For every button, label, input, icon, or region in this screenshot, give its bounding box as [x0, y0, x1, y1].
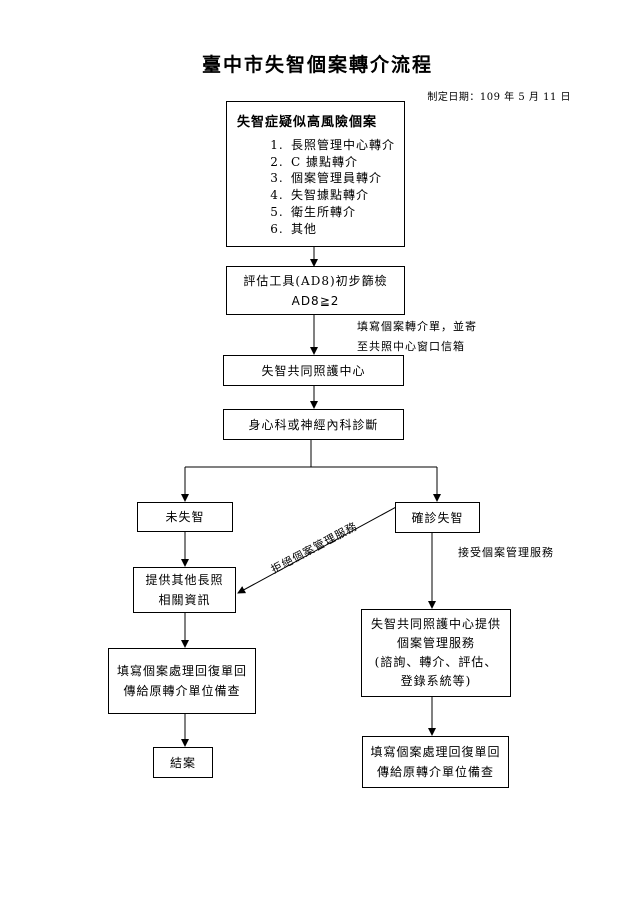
referral-note: 填寫個案轉介單，並寄 至共照中心窗口信箱	[357, 317, 477, 357]
left-reply-line2: 傳給原轉介單位備查	[123, 684, 241, 698]
source-list: 1.長照管理中心轉介 2.C 據點轉介 3.個案管理員轉介 4.失智據點轉介 5…	[237, 137, 395, 237]
case-mgmt-line1: 失智共同照護中心提供	[370, 617, 501, 631]
source-heading: 失智症疑似高風險個案	[237, 115, 378, 130]
source-box: 失智症疑似高風險個案 1.長照管理中心轉介 2.C 據點轉介 3.個案管理員轉介…	[226, 101, 405, 247]
referral-note-line2: 至共照中心窗口信箱	[357, 340, 465, 353]
source-item: 1.長照管理中心轉介	[270, 138, 396, 152]
care-center-box: 失智共同照護中心	[223, 355, 404, 386]
arrow-reject-to-info	[237, 505, 399, 594]
confirmed-box: 確診失智	[395, 502, 480, 533]
not-dementia-box: 未失智	[137, 502, 233, 532]
source-item: 4.失智據點轉介	[270, 188, 370, 203]
case-mgmt-line2: 個案管理服務	[396, 636, 475, 650]
right-reply-line2: 傳給原轉介單位備查	[376, 765, 494, 779]
right-reply-box: 填寫個案處理回復單回 傳給原轉介單位備查	[362, 736, 509, 788]
created-date: 制定日期：109 年 5 月 11 日	[427, 92, 571, 103]
source-item: 6.其他	[270, 221, 318, 236]
case-mgmt-box: 失智共同照護中心提供 個案管理服務 (諮詢、轉介、評估、 登錄系統等)	[361, 609, 511, 697]
case-mgmt-line3: (諮詢、轉介、評估、	[374, 655, 498, 669]
referral-note-line1: 填寫個案轉介單，並寄	[357, 320, 477, 333]
case-mgmt-line4: 登錄系統等)	[400, 674, 472, 688]
left-reply-line1: 填寫個案處理回復單回	[116, 664, 247, 678]
right-reply-line1: 填寫個案處理回復單回	[370, 745, 501, 759]
source-item: 5.衛生所轉介	[270, 204, 357, 219]
screening-line2: AD8≧2	[291, 293, 340, 308]
other-info-line1: 提供其他長照	[145, 573, 224, 587]
screening-line1: 評估工具(AD8)初步篩檢	[243, 273, 388, 288]
source-item: 3.個案管理員轉介	[270, 171, 383, 186]
other-info-line2: 相關資訊	[158, 593, 211, 607]
close-case-box: 結案	[153, 747, 213, 778]
diagnosis-box: 身心科或神經內科診斷	[223, 409, 404, 440]
other-info-box: 提供其他長照 相關資訊	[133, 567, 236, 613]
screening-box: 評估工具(AD8)初步篩檢 AD8≧2	[226, 266, 405, 315]
source-item: 2.C 據點轉介	[270, 154, 358, 169]
left-reply-box: 填寫個案處理回復單回 傳給原轉介單位備查	[108, 648, 256, 714]
page-title: 臺中市失智個案轉介流程	[201, 54, 433, 76]
accept-label: 接受個案管理服務	[458, 546, 554, 559]
